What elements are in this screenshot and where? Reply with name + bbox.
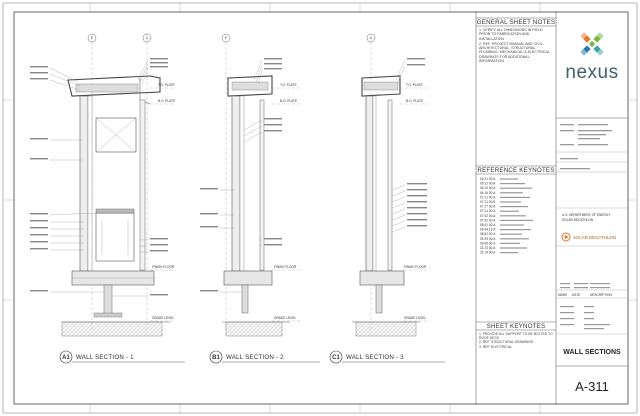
reference-keynote-code: 31 23 00.A (480, 246, 496, 250)
wall-section-2: E T.O. PLATE B.O. PLATE FINISH FLOOR GRA… (209, 33, 320, 364)
revision-header: DATE (572, 293, 580, 297)
level-tag: B.O. PLATE (280, 99, 297, 103)
wall-section-3: A T.O. PLATE B.O. PLATE FINISH FLOOR GRA… (329, 33, 445, 364)
sheet-name: WALL SECTIONS (563, 349, 621, 356)
grid-bubble (87, 33, 97, 43)
level-tag: T.O. PLATE (406, 83, 423, 87)
reference-keynote-desc (500, 252, 518, 254)
sheet-number: A-311 (575, 379, 609, 394)
client-line: SOLAR DECATHLON (562, 218, 594, 222)
general-notes-heading: GENERAL SHEET NOTES (477, 19, 555, 26)
detail-bubble (209, 350, 223, 364)
revision-rows (560, 283, 610, 289)
grid-label: A (370, 36, 373, 40)
reference-keynote-desc (500, 238, 529, 240)
section-title: WALL SECTION - 3 (346, 354, 404, 361)
reference-keynote-code: 05 12 00.A (480, 182, 496, 186)
level-tag: GRADE LEVEL (274, 316, 296, 320)
detail-bubble (59, 350, 73, 364)
revision-header: DESCRIPTION (590, 293, 612, 297)
reference-keynote-desc (500, 242, 520, 244)
general-note: 1. VERIFY ALL DIMENSIONS IN FIELD PRIOR … (479, 28, 543, 41)
sheet-keynote: 2. REF. STRUCTURAL DRAWINGS (479, 340, 534, 345)
detail-id: C1 (332, 355, 340, 361)
detail-id: A1 (62, 355, 70, 361)
reference-keynote-code: 09 29 00.A (480, 237, 496, 241)
reference-keynote-desc (500, 233, 522, 235)
border-ticks (3, 3, 637, 413)
reference-keynote-code: 08 44 13.A (480, 228, 496, 232)
reference-keynote-desc (500, 210, 519, 212)
level-tag: T.O. PLATE (158, 83, 175, 87)
level-tag: FINISH FLOOR (274, 265, 297, 269)
reference-keynote-desc (500, 206, 528, 208)
level-tag: B.O. PLATE (406, 99, 423, 103)
reference-keynote-code: 06 10 00.A (480, 186, 496, 190)
reference-keynote-code: 07 41 00.A (480, 209, 496, 213)
revision-header: MARK (558, 293, 568, 297)
detail-id: B1 (212, 355, 220, 361)
reference-keynote-code: 09 65 00.A (480, 241, 496, 245)
grid-label: E (225, 36, 227, 40)
level-tag: FINISH FLOOR (152, 265, 175, 269)
level-tag: GRADE LEVEL (404, 316, 426, 320)
reference-keynote-code: 08 41 00.A (480, 223, 496, 227)
reference-keynote-desc (500, 215, 526, 217)
wall-section-1: E C (49, 33, 185, 364)
reference-keynote-desc (500, 187, 532, 189)
reference-keynote-code: 06 16 00.A (480, 191, 496, 195)
reference-keynote-code: 07 21 00.A (480, 195, 496, 199)
grid-label: E (91, 36, 93, 40)
reference-keynote-desc (500, 196, 530, 198)
general-notes-list: 1. VERIFY ALL DIMENSIONS IN FIELD PRIOR … (479, 28, 554, 63)
reference-keynote-code: 07 92 00.A (480, 218, 496, 222)
reference-keynote-desc (500, 247, 527, 249)
reference-keynote-desc (500, 219, 533, 221)
level-tag: T.O. PLATE (280, 83, 297, 87)
level-tag: GRADE LEVEL (152, 316, 174, 320)
reference-keynote-code: 07 27 00.A (480, 205, 496, 209)
reference-keynote-desc (500, 178, 518, 180)
sheet-keynote: 3. REF. ELECTRICAL (479, 344, 512, 349)
reference-keynote-desc (500, 192, 523, 194)
title-block: nexus U.S. DEPARTMENT OF ENERGY SOLAR DE… (555, 12, 628, 404)
reference-keynote-code: 08 52 00.A (480, 232, 496, 236)
logo-wordmark: nexus (565, 62, 618, 83)
drawing-info-rows (560, 306, 610, 330)
sheet-keynote: 1. PROVIDE ALL SUPPORT TO BE BOLTED TO R… (479, 332, 553, 341)
sheet-keynotes-heading: SHEET KEYNOTES (487, 323, 546, 330)
notes-column: GENERAL SHEET NOTES 1. VERIFY ALL DIMENS… (475, 12, 556, 404)
sheet-keynotes-list: 1. PROVIDE ALL SUPPORT TO BE BOLTED TO R… (479, 332, 554, 349)
reference-keynote-code: 07 62 00.A (480, 214, 496, 218)
reference-keynote-code: 07 21 00.B (480, 200, 495, 204)
reference-keynote-desc (500, 201, 521, 203)
reference-keynote-desc (500, 224, 524, 226)
detail-bubble (329, 350, 343, 364)
project-info-lines (560, 124, 612, 146)
sponsor-name: SOLAR DECATHLON (573, 235, 616, 240)
grid-label: C (146, 36, 149, 40)
level-tag: FINISH FLOOR (404, 265, 427, 269)
section-title: WALL SECTION - 2 (226, 354, 284, 361)
reference-keynote-desc (500, 229, 531, 231)
nexus-logo: nexus (565, 32, 618, 83)
reference-keynote-code: 04 21 00.A (480, 177, 496, 181)
grid-bubble (142, 33, 152, 43)
section-title: WALL SECTION - 1 (76, 354, 134, 361)
client-line: U.S. DEPARTMENT OF ENERGY (562, 213, 611, 217)
reference-keynotes-list: 04 21 00.A05 12 00.A06 10 00.A06 16 00.A… (480, 177, 533, 255)
callout-text-blocks (30, 58, 427, 296)
general-note: 2. REF. PROJECT MANUAL AND CIVIL, ARCHIT… (479, 41, 550, 64)
reference-keynotes-heading: REFERENCE KEYNOTES (477, 167, 554, 174)
level-tag: B.O. PLATE (158, 99, 175, 103)
reference-keynote-code: 32 14 00.A (480, 251, 496, 255)
solar-decathlon-logo: SOLAR DECATHLON (561, 232, 616, 242)
reference-keynote-desc (500, 183, 525, 185)
